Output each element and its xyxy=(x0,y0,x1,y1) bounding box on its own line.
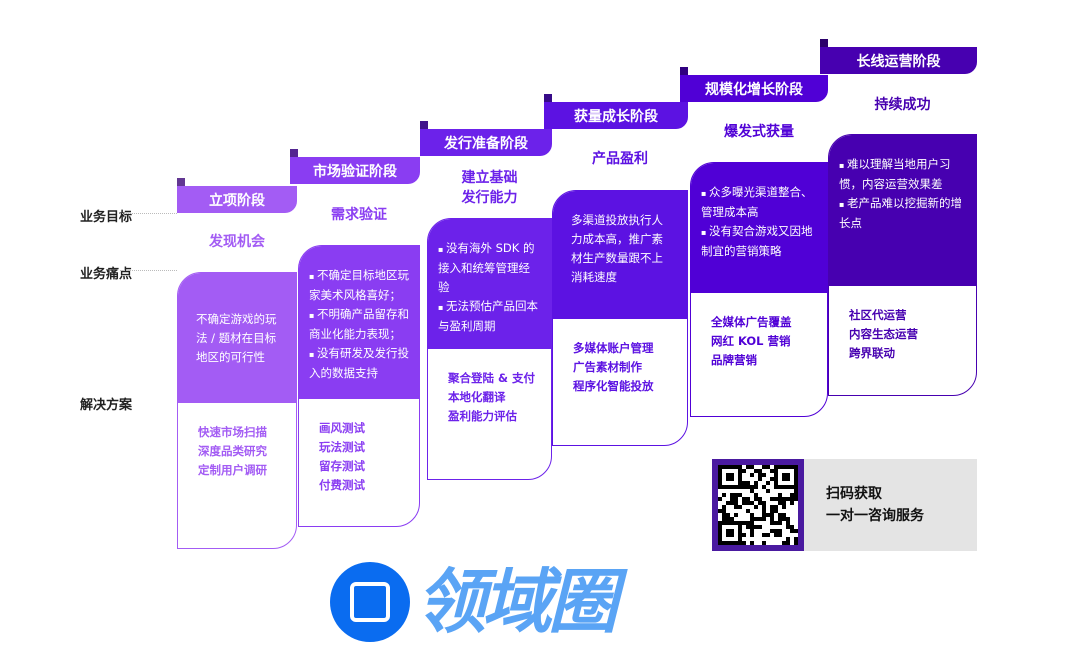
solution-item: 盈利能力评估 xyxy=(448,409,517,423)
solution-section: 多媒体账户管理广告素材制作程序化智能投放 xyxy=(553,319,687,396)
stage-goal: 产品盈利 xyxy=(592,151,648,167)
pain-section: 没有海外 SDK 的接入和统筹管理经验无法预估产品回本与盈利周期 xyxy=(428,219,551,349)
solution-item: 留存测试 xyxy=(319,459,365,473)
pain-section: 不确定游戏的玩法 / 题材在目标地区的可行性 xyxy=(178,273,296,403)
pain-section: 众多曝光渠道整合、管理成本高没有契合游戏又因地制宜的营销策略 xyxy=(691,163,827,293)
pain-text: 不确定游戏的玩法 / 题材在目标地区的可行性 xyxy=(196,311,277,364)
solution-section: 全媒体广告覆盖网红 KOL 营销品牌营销 xyxy=(691,293,827,370)
solution-item: 程序化智能投放 xyxy=(573,379,654,393)
qr-line-2: 一对一咨询服务 xyxy=(826,508,924,524)
stage-goal: 需求验证 xyxy=(331,207,387,223)
divider xyxy=(120,270,177,271)
stage-goal: 发现机会 xyxy=(209,234,265,250)
pain-text: 多渠道投放执行人力成本高，推广素材生产数量跟不上消耗速度 xyxy=(571,213,663,284)
solution-section: 社区代运营内容生态运营跨界联动 xyxy=(829,286,976,363)
pain-item: 不明确产品留存和商业化能力表现； xyxy=(309,305,409,344)
pain-item: 难以理解当地用户习惯，内容运营效果差 xyxy=(839,155,966,194)
solution-item: 付费测试 xyxy=(319,478,365,492)
solution-item: 玩法测试 xyxy=(319,440,365,454)
pain-item: 没有海外 SDK 的接入和统筹管理经验 xyxy=(438,239,541,297)
solution-item: 广告素材制作 xyxy=(573,360,642,374)
stage-card: 不确定目标地区玩家美术风格喜好；不明确产品留存和商业化能力表现；没有研发及发行投… xyxy=(298,245,420,527)
row-label-solution: 解决方案 xyxy=(80,398,133,413)
pain-item: 老产品难以挖掘新的增长点 xyxy=(839,194,966,233)
solution-section: 快速市场扫描深度品类研究定制用户调研 xyxy=(178,403,296,480)
solution-item: 本地化翻译 xyxy=(448,390,506,404)
watermark: 领域圈 xyxy=(330,561,618,643)
pain-item: 没有研发及发行投入的数据支持 xyxy=(309,344,409,383)
solution-item: 定制用户调研 xyxy=(198,463,267,477)
watermark-text: 领域圈 xyxy=(416,561,618,643)
row-label-pain: 业务痛点 xyxy=(80,267,133,282)
qr-contact-box[interactable]: 扫码获取 一对一咨询服务 xyxy=(712,459,977,551)
pain-section: 多渠道投放执行人力成本高，推广素材生产数量跟不上消耗速度 xyxy=(553,191,687,319)
pain-item: 没有契合游戏又因地制宜的营销策略 xyxy=(701,222,817,261)
pain-section: 不确定目标地区玩家美术风格喜好；不明确产品留存和商业化能力表现；没有研发及发行投… xyxy=(299,246,419,399)
stage-tab: 长线运营阶段 xyxy=(820,47,977,74)
solution-item: 社区代运营 xyxy=(849,308,907,322)
watermark-logo-icon xyxy=(330,562,410,642)
solution-item: 网红 KOL 营销 xyxy=(711,334,791,348)
qr-code xyxy=(712,459,804,551)
stage-tab: 规模化增长阶段 xyxy=(680,75,828,102)
stage-card: 没有海外 SDK 的接入和统筹管理经验无法预估产品回本与盈利周期聚合登陆 & 支… xyxy=(427,218,552,480)
pain-section: 难以理解当地用户习惯，内容运营效果差老产品难以挖掘新的增长点 xyxy=(829,135,976,286)
solution-item: 画风测试 xyxy=(319,421,365,435)
solution-item: 深度品类研究 xyxy=(198,444,267,458)
qr-line-1: 扫码获取 xyxy=(826,486,882,502)
divider xyxy=(120,213,177,214)
pain-item: 众多曝光渠道整合、管理成本高 xyxy=(701,183,817,222)
stage-card: 不确定游戏的玩法 / 题材在目标地区的可行性快速市场扫描深度品类研究定制用户调研 xyxy=(177,272,297,549)
solution-section: 聚合登陆 & 支付本地化翻译盈利能力评估 xyxy=(428,349,551,426)
stage-card: 多渠道投放执行人力成本高，推广素材生产数量跟不上消耗速度多媒体账户管理广告素材制… xyxy=(552,190,688,446)
row-label-goal: 业务目标 xyxy=(80,210,133,225)
stage-tab: 立项阶段 xyxy=(177,186,297,213)
pain-item: 无法预估产品回本与盈利周期 xyxy=(438,297,541,336)
solution-item: 多媒体账户管理 xyxy=(573,341,654,355)
stage-tab: 市场验证阶段 xyxy=(290,157,420,184)
solution-item: 品牌营销 xyxy=(711,353,757,367)
stage-tab: 获量成长阶段 xyxy=(544,102,688,129)
stage-goal: 建立基础 发行能力 xyxy=(461,170,518,206)
stage-tab: 发行准备阶段 xyxy=(420,129,552,156)
solution-item: 跨界联动 xyxy=(849,346,895,360)
solution-item: 内容生态运营 xyxy=(849,327,918,341)
solution-item: 全媒体广告覆盖 xyxy=(711,315,792,329)
solution-section: 画风测试玩法测试留存测试付费测试 xyxy=(299,399,419,495)
pain-item: 不确定目标地区玩家美术风格喜好； xyxy=(309,266,409,305)
stage-card: 众多曝光渠道整合、管理成本高没有契合游戏又因地制宜的营销策略全媒体广告覆盖网红 … xyxy=(690,162,828,417)
stage-card: 难以理解当地用户习惯，内容运营效果差老产品难以挖掘新的增长点社区代运营内容生态运… xyxy=(828,134,977,396)
stage-goal: 爆发式获量 xyxy=(724,124,794,140)
solution-item: 快速市场扫描 xyxy=(198,425,267,439)
solution-item: 聚合登陆 & 支付 xyxy=(448,371,536,385)
stage-goal: 持续成功 xyxy=(874,97,931,113)
